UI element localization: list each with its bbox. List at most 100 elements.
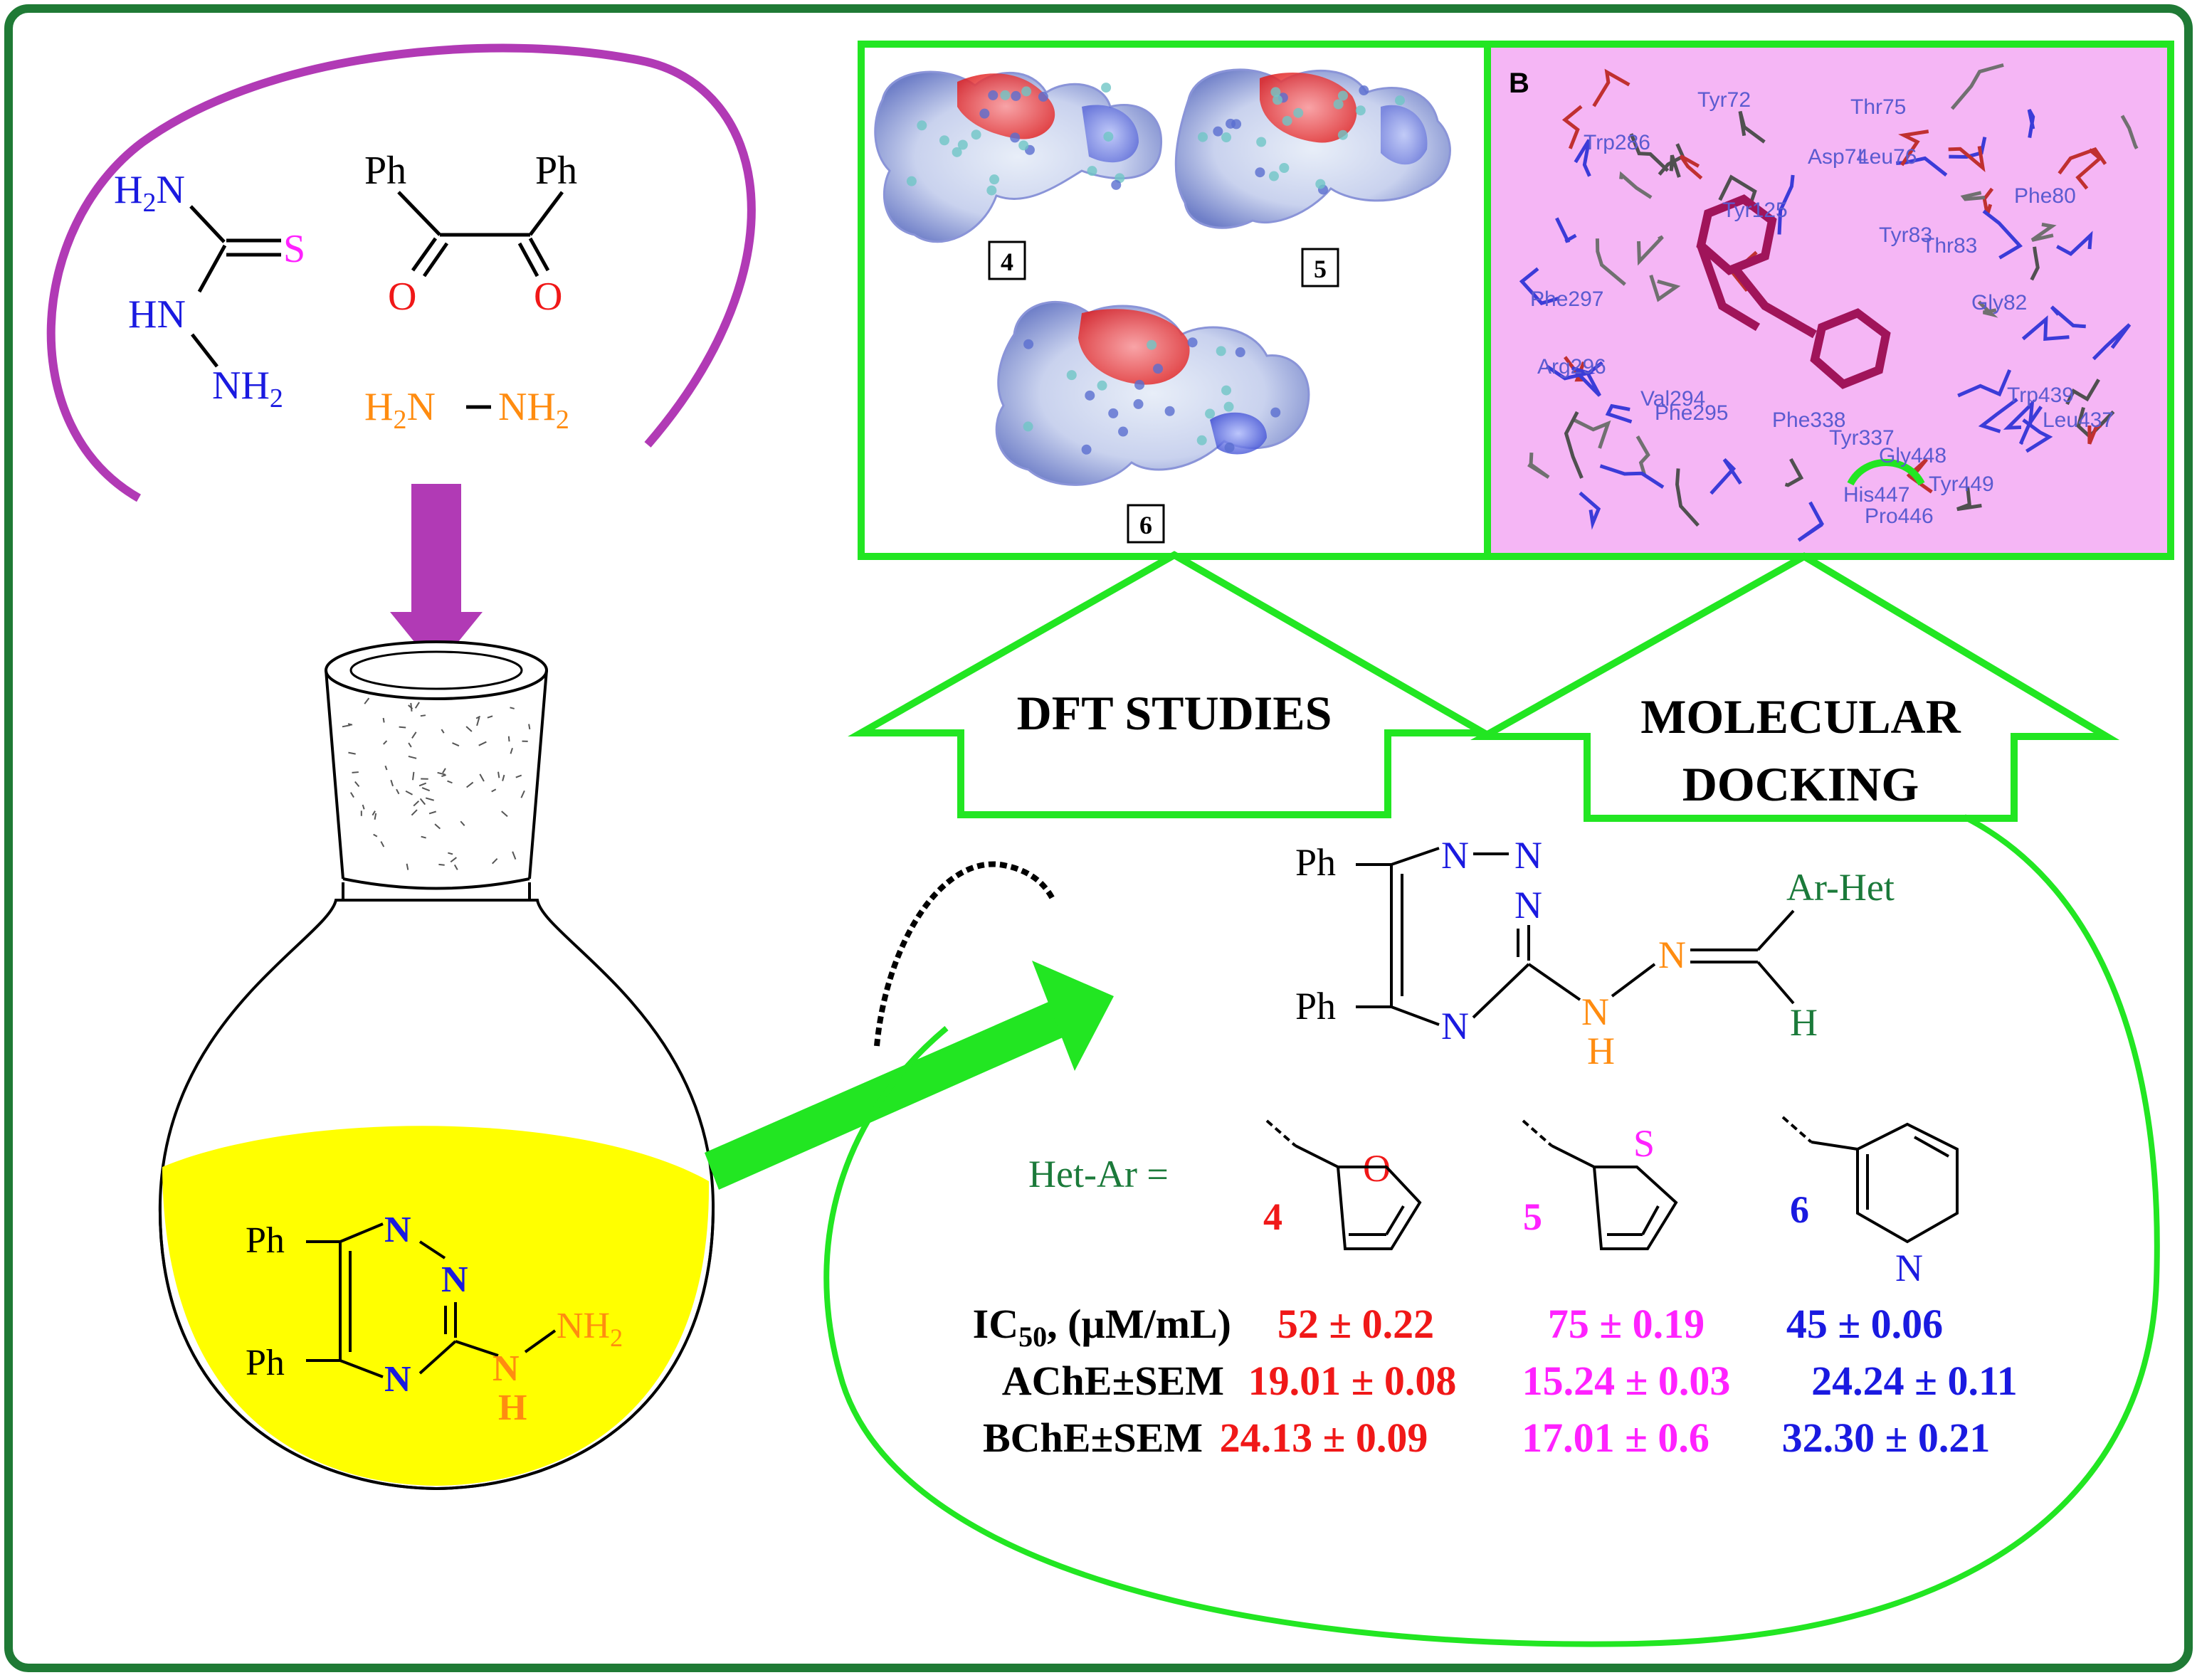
speckle [451, 857, 456, 862]
speckle [421, 837, 426, 838]
atom [1021, 86, 1031, 96]
speckle [422, 788, 430, 791]
furan-substituent: O 4 [1263, 1121, 1420, 1249]
speckle [502, 775, 504, 781]
atom [1153, 364, 1163, 374]
svg-text:H: H [498, 1388, 527, 1428]
speckle [352, 772, 359, 773]
speckle [342, 725, 351, 727]
residue-label: Thr83 [1922, 234, 1977, 258]
atom [1134, 399, 1144, 409]
residue-label: Leu76 [1858, 145, 1917, 169]
atom [1111, 180, 1121, 190]
speckle [407, 864, 409, 870]
residue-label: Arg296 [1537, 355, 1606, 379]
table-cell: 24.13 ± 0.09 [1220, 1415, 1428, 1461]
speckle [413, 801, 418, 806]
speckle [453, 743, 459, 746]
atom [1359, 85, 1369, 95]
docking-arrow-label-1: MOLECULAR [1640, 690, 1961, 744]
svg-text:4: 4 [1001, 248, 1013, 276]
speckle [435, 824, 440, 828]
atom [907, 176, 917, 186]
atom [1103, 132, 1113, 142]
svg-text:S: S [1633, 1122, 1655, 1165]
atom [1000, 90, 1010, 100]
table-row-label: IC50, (µM/mL) [973, 1301, 1231, 1353]
speckle [488, 716, 492, 717]
speckle [521, 791, 525, 798]
svg-text:N: N [1895, 1247, 1923, 1289]
svg-text:Ph: Ph [535, 149, 577, 193]
speckle [441, 775, 446, 776]
activity-table: IC50, (µM/mL) AChE±SEM BChE±SEM 52 ± 0.2… [973, 1301, 2018, 1461]
residue-label: Tyr449 [1929, 472, 1994, 496]
svg-text:N: N [1514, 834, 1542, 877]
svg-text:Ar-Het: Ar-Het [1786, 866, 1895, 909]
atom [1356, 105, 1366, 115]
svg-text:Ph: Ph [246, 1343, 285, 1383]
atom [1165, 406, 1175, 416]
speckle [375, 813, 376, 820]
speckle [406, 791, 412, 795]
speckle [510, 707, 515, 709]
atom [1097, 381, 1107, 391]
speckle [466, 727, 472, 731]
table-cell: 75 ± 0.19 [1548, 1301, 1705, 1347]
atom [1101, 83, 1111, 93]
svg-text:H2N: H2N [114, 168, 185, 218]
speckle [510, 748, 512, 754]
speckle [467, 782, 473, 787]
speckle [477, 718, 479, 726]
svg-text:N: N [1441, 1005, 1469, 1047]
atom [1221, 132, 1231, 142]
speckle [351, 793, 354, 798]
atom [1231, 119, 1241, 129]
svg-text:N: N [384, 1210, 411, 1250]
svg-text:O: O [388, 275, 416, 319]
atom [1270, 87, 1280, 97]
atom [1082, 445, 1092, 455]
atom [1188, 337, 1198, 347]
svg-text:B: B [1509, 68, 1529, 99]
benzil: Ph Ph O O [364, 149, 577, 319]
svg-text:Ph: Ph [1295, 841, 1336, 884]
atom [952, 147, 962, 157]
general-structure: Ph Ph N N N N N H N Ar-Het H [1295, 834, 1895, 1072]
speckle [416, 702, 419, 708]
speckle [502, 811, 507, 816]
svg-text:5: 5 [1314, 255, 1327, 283]
speckle [426, 798, 433, 800]
svg-text:NH2: NH2 [212, 364, 283, 413]
speckle [448, 853, 453, 855]
atom [1338, 130, 1348, 140]
speckle [460, 821, 464, 825]
residue-label: Gly448 [1879, 444, 1946, 467]
svg-text:N: N [1581, 990, 1609, 1033]
dft-arrow: DFT STUDIES [861, 555, 1484, 815]
table-cell: 15.24 ± 0.03 [1522, 1358, 1731, 1404]
atom [1255, 167, 1265, 177]
atom [1334, 100, 1344, 110]
atom [1282, 116, 1292, 126]
residue-label: Phe80 [2014, 184, 2076, 208]
atom [1293, 108, 1303, 118]
residue-label: Pro446 [1865, 504, 1934, 528]
atom [1023, 421, 1033, 431]
atom [1087, 166, 1097, 176]
results-bubble [826, 817, 2157, 1644]
atom [1395, 95, 1405, 105]
table-cell: 32.30 ± 0.21 [1782, 1415, 1991, 1461]
atom [971, 130, 981, 139]
atom [1067, 370, 1077, 380]
atom [1023, 339, 1033, 349]
atom [1118, 427, 1128, 437]
speckle [396, 789, 399, 794]
atom [1315, 179, 1325, 189]
residue-label: Trp286 [1584, 131, 1650, 154]
atom [988, 90, 998, 100]
speckle [443, 768, 446, 773]
table-cell: 24.24 ± 0.11 [1811, 1358, 2018, 1404]
atom [1279, 163, 1289, 173]
